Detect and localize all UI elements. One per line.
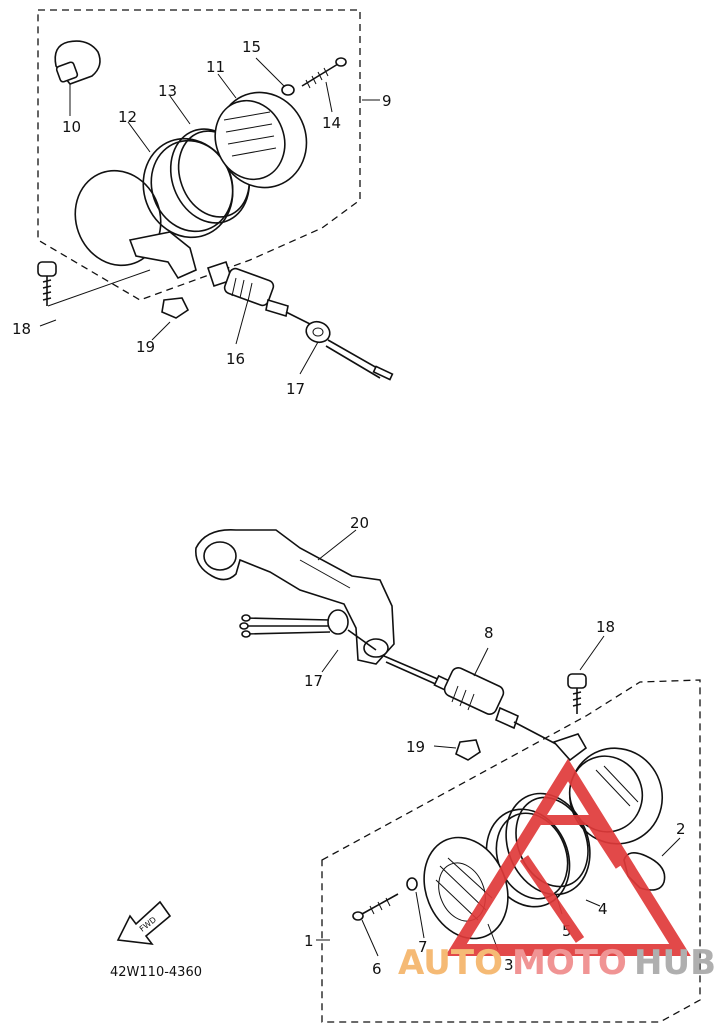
screw-6-illustration [352, 893, 399, 921]
housing-11-illustration [214, 91, 308, 189]
washer-15-illustration [281, 84, 295, 96]
callout-17-upper: 17 [286, 380, 305, 398]
callout-16: 16 [226, 350, 245, 368]
callout-15: 15 [242, 38, 261, 56]
callout-18-upper: 18 [12, 320, 31, 338]
callout-10: 10 [62, 118, 81, 136]
callout-4: 4 [598, 900, 608, 918]
callout-19-lower: 19 [406, 738, 425, 756]
callout-13: 13 [158, 82, 177, 100]
assembly-1-outline [321, 679, 701, 1023]
callout-19-upper: 19 [136, 338, 155, 356]
callout-11: 11 [206, 58, 225, 76]
assembly-9-outline [37, 9, 361, 301]
callout-20: 20 [350, 514, 369, 532]
grommet-17-illustration [305, 320, 331, 344]
socket-16-illustration [206, 260, 289, 318]
bulb-10-illustration [54, 40, 101, 85]
callout-3: 3 [504, 956, 514, 974]
nut-19-illustration [161, 297, 190, 319]
watermark-moto: MOTO [512, 943, 627, 983]
callout-14: 14 [322, 114, 341, 132]
bolt-18-lower-illustration [567, 673, 587, 714]
callout-18-lower: 18 [596, 618, 615, 636]
callout-6: 6 [372, 960, 382, 978]
callout-7: 7 [418, 938, 428, 956]
diagram-part-code: 42W110-4360 [110, 965, 202, 980]
wire-lead-illustration [325, 339, 385, 379]
mounting-bracket-illustration [128, 231, 197, 280]
bolt-18-illustration [37, 261, 57, 306]
callout-17-lower: 17 [304, 672, 323, 690]
watermark-auto: AUTO [398, 943, 503, 983]
forward-arrow-icon: FWD [116, 900, 172, 946]
watermark-hub: HUB [634, 943, 716, 983]
callout-9: 9 [382, 92, 392, 110]
washer-7-illustration [406, 877, 418, 891]
callout-1: 1 [304, 932, 314, 950]
screw-14-illustration [301, 57, 347, 89]
callout-8: 8 [484, 624, 494, 642]
callout-12: 12 [118, 108, 137, 126]
callout-2: 2 [676, 820, 686, 838]
callout-5: 5 [562, 922, 572, 940]
wire-lower-illustration [347, 629, 441, 687]
nut-19-lower-illustration [455, 739, 481, 761]
socket-8-illustration [433, 667, 519, 730]
stay-bracket-20-illustration [195, 529, 395, 665]
grommet-17-lower-illustration [239, 609, 349, 638]
automotohub-watermark-logo: AUTO MOTO HUB [398, 758, 716, 983]
